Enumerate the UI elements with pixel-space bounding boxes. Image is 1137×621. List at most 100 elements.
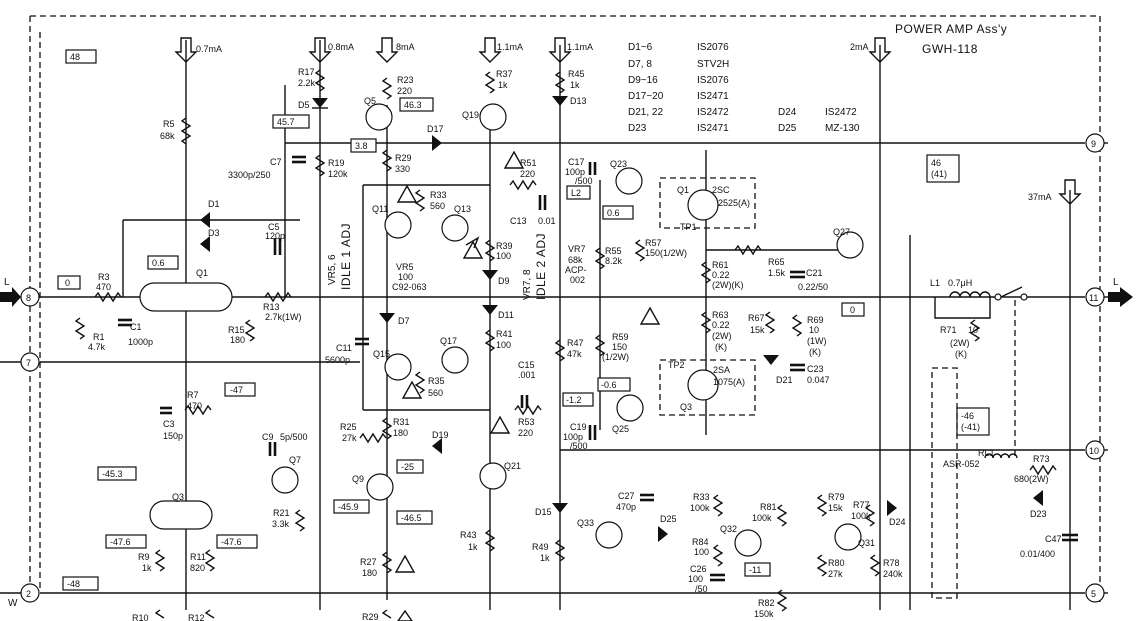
terminal-number: 11 [1089,293,1098,303]
table-part: IS2472 [825,107,857,118]
part-label: D23 [1030,509,1047,519]
voltage-value: -47 [230,385,243,395]
terminal-name: L [1113,277,1119,288]
part-value: 2.7k(1W) [265,312,302,322]
part-value: 1k [142,563,152,573]
part-label: R25 [340,422,357,432]
part-label: Q19 [462,110,479,120]
part-label: R51 [520,158,537,168]
part-label: D9 [498,276,510,286]
voltage-value: -1.2 [566,395,582,405]
table-part: IS2076 [697,42,729,53]
part-value: 470 [187,401,202,411]
part-label: Q25 [612,424,629,434]
part-value: 100 [496,251,511,261]
table-part: MZ-130 [825,123,860,134]
voltage-value: -0.6 [601,380,617,390]
part-value: 1k [468,542,478,552]
part-value: 100p [565,167,585,177]
part-value: 3300p/250 [228,170,271,180]
rails [40,40,1108,610]
part-label: C1 [130,322,142,332]
part-value: 120k [328,169,348,179]
voltage-value: -46.5 [401,513,422,523]
table-ref: D9~16 [628,75,658,86]
part-label: C19 [570,422,587,432]
part-label: TP1 [680,222,697,232]
part-label: RL1 [978,448,995,458]
part-label: C17 [568,157,585,167]
part-label: C15 [518,360,535,370]
part-label: R21 [273,508,290,518]
voltage-value: 46.3 [404,100,422,110]
voltage-value: 46(41) [931,158,947,179]
part-label: C9 [262,432,274,442]
table-ref: D23 [628,123,647,134]
part-label: C13 [510,216,527,226]
part-label: R17 [298,67,315,77]
part-value: 0.7μH [948,278,972,288]
part-value: 180 [230,335,245,345]
current-label: 1.1mA [497,42,523,52]
part-label: R1 [93,332,105,342]
part-label: R80 [828,558,845,568]
part-label: Q7 [289,455,301,465]
terminal-number: 10 [1089,446,1099,456]
part-label: D24 [889,517,906,527]
part-label: R71 [940,325,957,335]
resistors [74,69,1057,619]
part-label: R23 [397,75,414,85]
part-value: 27k [342,433,357,443]
part-value: 560 [428,388,443,398]
warning-icon [462,240,484,259]
part-label: R31 [393,417,410,427]
part-label: Q11 [372,204,388,214]
terminal-number: 2 [26,589,31,599]
terminal-number: 7 [26,358,31,368]
part-label: D5 [298,100,310,110]
part-value: 240k [883,569,903,579]
part-label: R39 [496,241,513,251]
part-label: Q17 [440,336,457,346]
part-label: D19 [432,430,449,440]
part-label: C7 [270,157,282,167]
part-value: 0.047 [807,375,830,385]
part-value: (K) [809,347,821,357]
part-label: R47 [567,338,584,348]
part-value: 100k [690,503,710,513]
part-label: R59 [612,332,629,342]
part-label: VR7 [568,244,586,254]
part-value: (1W) [807,336,827,346]
idle1-label-b: IDLE 1 ADJ [339,223,353,290]
current-label: 1.1mA [567,42,593,52]
table-ref: D24 [778,107,797,118]
part-label: C47 [1045,534,1062,544]
part-label: R33 [430,190,447,200]
current-arrows [174,37,1082,205]
part-label: R77 [853,500,870,510]
part-value: 150p [163,431,183,441]
part-label: C3 [163,419,175,429]
voltage-value: 0 [850,305,855,315]
part-label: R33 [693,492,710,502]
part-label: Q31 [858,538,875,548]
table-part: IS2471 [697,91,729,102]
semiconductor-table: D1~6 IS2076 D7, 8 STV2H D9~16 IS2076 D17… [628,42,860,134]
part-value: 560 [430,201,445,211]
part-value: 180 [393,428,408,438]
part-value: (2W) [950,338,970,348]
part-value: 3.3k [272,519,290,529]
current-label: 37mA [1028,192,1052,202]
part-label: VR5 [396,262,414,272]
warning-icon-group [394,150,661,621]
part-label: R15 [228,325,245,335]
part-value: .001 [518,370,536,380]
table-ref: D21, 22 [628,107,663,118]
part-label: D13 [570,96,587,106]
part-label: D7 [398,316,410,326]
part-label: D1 [208,199,220,209]
part-label: R41 [496,329,513,339]
part-label: R63 [712,310,729,320]
warning-icon [401,380,423,399]
